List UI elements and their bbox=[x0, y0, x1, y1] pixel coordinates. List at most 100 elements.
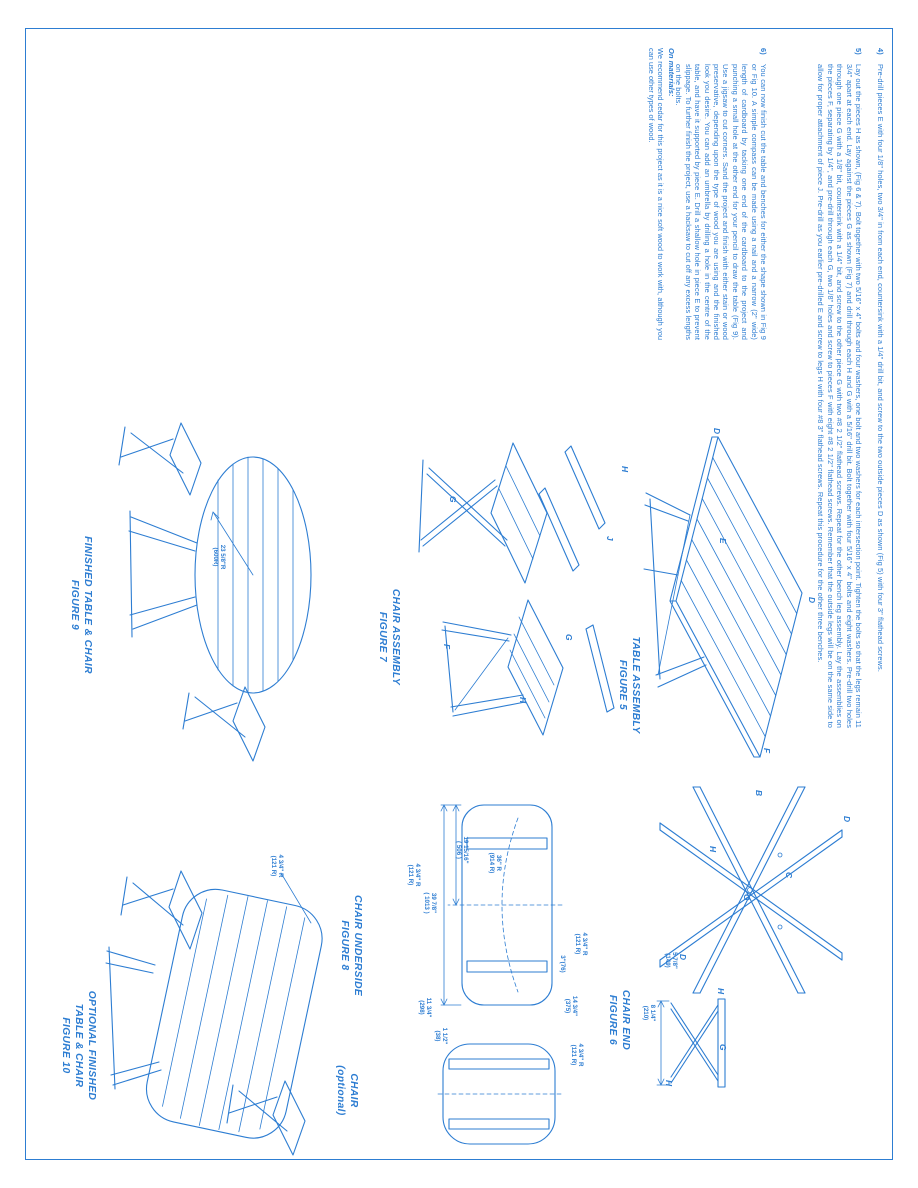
part-label: F bbox=[762, 748, 772, 754]
figure-10-drawing bbox=[105, 870, 323, 1156]
fig8-edge-offset-dimension: 1 1/2" (38) bbox=[433, 1016, 448, 1056]
part-label: H bbox=[716, 988, 726, 995]
fig6-height-dimension: 5 7/8" (149) bbox=[663, 938, 678, 983]
instruction-item-4: 4) Pre-drill pieces E with four 1/8" hol… bbox=[876, 48, 885, 728]
figure-5-tabletop-drawing bbox=[643, 436, 803, 758]
table-legs bbox=[643, 492, 707, 688]
part-label: E bbox=[718, 538, 728, 544]
dim-value: 11 3/4" bbox=[425, 997, 432, 1018]
fig8-batten-width-dimension: 3"(76) bbox=[559, 948, 566, 980]
dim-value: 8 1/4" bbox=[649, 1004, 656, 1022]
instruction-item-5: 5) Lay out the pieces H as shown, (Fig 6… bbox=[816, 48, 863, 728]
figure-9-caption: FINISHED TABLE & CHAIR FIGURE 9 bbox=[68, 515, 94, 695]
figure-title: TABLE ASSEMBLY bbox=[630, 636, 641, 734]
figure-10-caption: OPTIONAL FINISHED TABLE & CHAIR FIGURE 1… bbox=[59, 958, 98, 1133]
dim-value: 14 3/4" bbox=[571, 995, 578, 1017]
figure-number: FIGURE 6 bbox=[607, 994, 618, 1046]
dim-metric: (121 R) bbox=[569, 1044, 577, 1066]
chair-exploded-piece bbox=[585, 624, 615, 713]
dim-metric: (38) bbox=[433, 1030, 441, 1042]
underside-dimension-lines bbox=[440, 804, 462, 1006]
instruction-number: 4) bbox=[876, 48, 885, 55]
dim-metric: (210) bbox=[641, 1005, 649, 1021]
figure-5-legframe-drawing bbox=[659, 786, 843, 994]
figure-8-caption: CHAIR UNDERSIDE FIGURE 8 bbox=[338, 878, 364, 1013]
left-chair bbox=[120, 870, 203, 950]
instruction-text: Pre-drill pieces E with four 1/8" holes,… bbox=[876, 64, 885, 672]
figure-7-right-drawing bbox=[441, 599, 615, 736]
materials-note-text: We recommend cedar for this project as i… bbox=[646, 48, 665, 340]
instruction-number: 6) bbox=[759, 48, 768, 55]
figure-8-optional-underside-drawing bbox=[436, 1043, 562, 1145]
figure-number: FIGURE 7 bbox=[377, 611, 388, 663]
figure-title: CHAIR bbox=[348, 1073, 359, 1108]
fig8-width-dimension: 14 3/4" (375) bbox=[563, 982, 578, 1030]
dim-metric: ( 506 ) bbox=[454, 841, 462, 859]
table-pedestal bbox=[128, 510, 198, 638]
figure-number: FIGURE 8 bbox=[339, 920, 350, 971]
dim-value: 36" R bbox=[495, 854, 502, 871]
part-label: J bbox=[605, 536, 615, 541]
dim-value: 4 3/4" R bbox=[581, 932, 588, 956]
square-table-top bbox=[145, 888, 323, 1139]
crossed-leg-pieces bbox=[659, 786, 843, 994]
figure-7-left-drawing bbox=[418, 442, 606, 584]
figure-title-line2: TABLE & CHAIR bbox=[73, 1003, 84, 1088]
part-label: D bbox=[842, 816, 852, 823]
dim-value: 4 3/4" R bbox=[577, 1043, 584, 1067]
dim-metric: (375) bbox=[563, 998, 571, 1014]
figure-title: CHAIR UNDERSIDE bbox=[352, 894, 363, 997]
figure-title: FINISHED TABLE & CHAIR bbox=[82, 536, 93, 674]
figure-7-caption: CHAIR ASSEMBLY FIGURE 7 bbox=[376, 552, 402, 722]
part-label: D bbox=[712, 428, 722, 435]
part-label: G bbox=[742, 894, 752, 901]
dim-metric: (149) bbox=[663, 953, 671, 968]
part-label: H bbox=[664, 1080, 674, 1087]
dim-metric: (600R) bbox=[211, 547, 219, 567]
dim-value: 5 7/8" bbox=[671, 952, 678, 969]
figure-number: (optional) bbox=[335, 1065, 346, 1116]
dim-value: 4 3/4" R bbox=[277, 854, 284, 878]
part-label: F bbox=[442, 644, 452, 650]
dim-metric: (298) bbox=[417, 1000, 425, 1015]
part-label: H bbox=[620, 466, 630, 473]
table-legs bbox=[105, 946, 162, 1090]
figure-number: FIGURE 5 bbox=[617, 659, 628, 711]
top-chair bbox=[226, 1080, 306, 1156]
part-label: B bbox=[754, 790, 764, 797]
dim-metric: (914 R) bbox=[487, 852, 495, 874]
part-label: H bbox=[708, 846, 718, 853]
figure-6-chair-end-drawing bbox=[656, 998, 726, 1088]
dim-value: 1 1/2" bbox=[441, 1027, 448, 1045]
chair-end-frame bbox=[670, 998, 726, 1088]
dim-metric: (121 R) bbox=[269, 855, 277, 877]
fig8b-corner-radius-dimension: 4 3/4" R (121 R) bbox=[569, 1030, 584, 1080]
instruction-text: You can now finish cut the table and ben… bbox=[674, 64, 768, 340]
fig8-batten-offset-dimension: 11 3/4" (298) bbox=[417, 985, 432, 1030]
figure-title: OPTIONAL FINISHED bbox=[86, 990, 97, 1101]
figure-6-caption: CHAIR END FIGURE 6 bbox=[606, 960, 632, 1080]
part-label: C bbox=[784, 872, 794, 879]
fig8-length-dimension: 39 7/8" ( 1013 ) bbox=[422, 868, 437, 938]
fig8-corner-radius-dimension: 4 3/4" R (121 R) bbox=[406, 850, 421, 900]
corner-radius-leader bbox=[280, 872, 312, 924]
part-label: D bbox=[807, 597, 817, 604]
instruction-text: Lay out the pieces H as shown, (Fig 6 & … bbox=[816, 64, 863, 728]
left-chair bbox=[118, 422, 202, 496]
part-label: G bbox=[448, 496, 458, 503]
figure-8-optional-caption: CHAIR (optional) bbox=[334, 1028, 360, 1153]
materials-note-heading: On materials: bbox=[667, 48, 676, 97]
underside-curves bbox=[447, 817, 563, 993]
dim-value: 39 7/8" bbox=[430, 892, 437, 914]
tabletop-slats bbox=[680, 457, 798, 737]
chair-exploded-pieces bbox=[538, 445, 606, 572]
fig8-corner-radius-dimension: 4 3/4" R (121 R) bbox=[573, 920, 588, 968]
fig9-table-radius-dimension: 23 5/8"R (600R) bbox=[211, 532, 226, 582]
fig6-width-dimension: 8 1/4" (210) bbox=[641, 988, 656, 1038]
chair-seat-and-legs bbox=[441, 599, 564, 736]
dim-metric: (121 R) bbox=[573, 933, 581, 955]
dim-metric: ( 1013 ) bbox=[422, 892, 430, 914]
instruction-number: 5) bbox=[854, 48, 863, 55]
